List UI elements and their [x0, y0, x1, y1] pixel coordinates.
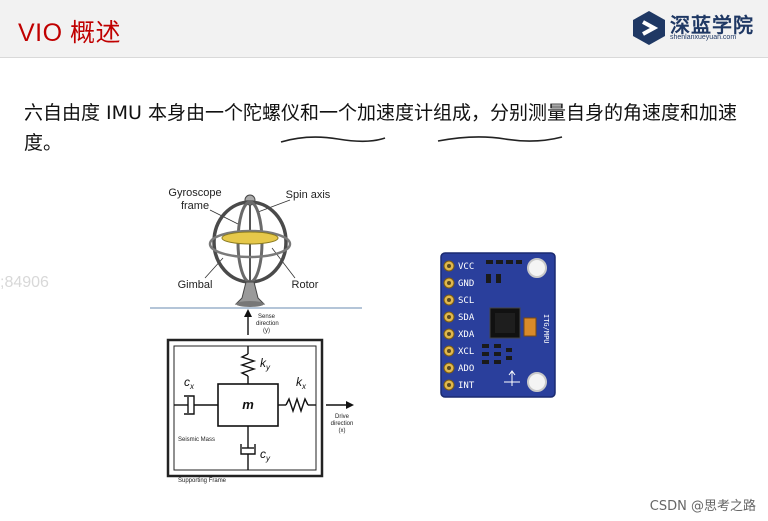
label-seismic-mass: Seismic Mass: [178, 437, 215, 443]
svg-text:cy: cy: [260, 447, 271, 463]
label-gyroscope-frame-2: frame: [181, 200, 209, 212]
pin-label-scl: SCL: [458, 296, 474, 306]
body-paragraph: 六自由度 IMU 本身由一个陀螺仪和一个加速度计组成，分别测量自身的角速度和加速…: [24, 102, 737, 154]
label-c-x: c: [184, 375, 190, 389]
label-k-x-sub: x: [301, 382, 307, 391]
emphasis-underline-gyro: [280, 136, 386, 143]
label-gimbal: Gimbal: [178, 279, 213, 291]
svg-text:kx: kx: [296, 375, 307, 391]
label-k-y-sub: y: [265, 363, 271, 372]
label-sense-1: Sense: [258, 314, 276, 320]
brand-logo: 深蓝学院 shenlanxueyuan.com: [632, 8, 758, 48]
spring-ky: [239, 353, 257, 377]
label-spin-axis: Spin axis: [286, 189, 331, 201]
logo-name: 深蓝学院: [670, 13, 754, 37]
pin-pads: [443, 260, 455, 391]
watermark: ;84906: [0, 274, 49, 291]
csdn-credit: CSDN @思考之路: [649, 499, 756, 514]
label-k-y: k: [260, 356, 267, 370]
mount-hole-bottom: [527, 372, 547, 392]
label-sense-2: direction: [256, 321, 279, 327]
supporting-frame: [166, 338, 324, 478]
label-c-x-sub: x: [189, 382, 195, 391]
pin-label-gnd: GND: [458, 279, 474, 289]
pin-label-xda: XDA: [458, 330, 475, 340]
pin-label-xcl: XCL: [458, 347, 474, 357]
emphasis-underline-accel: [437, 136, 563, 142]
label-rotor: Rotor: [292, 279, 319, 291]
mount-hole-top: [527, 258, 547, 278]
label-drive-1: Drive: [335, 414, 350, 420]
label-sense-3: (y): [263, 328, 270, 334]
smd-components: [482, 260, 522, 364]
label-c-y-sub: y: [265, 454, 271, 463]
pin-label-int: INT: [458, 381, 475, 391]
label-drive-2: direction: [331, 421, 354, 427]
pin-label-vcc: VCC: [458, 262, 474, 272]
axis-marker-icon: [504, 370, 520, 386]
pin-label-ado: ADO: [458, 364, 474, 374]
label-c-y: c: [260, 447, 266, 461]
logo-mark-icon: [633, 11, 665, 45]
gyro-stand: [234, 281, 266, 305]
chip-label: ITG/MPU: [542, 314, 550, 344]
imu-board-image: VCC GND SCL SDA XDA XCL ADO INT ITG/MPU: [440, 252, 556, 398]
svg-text:ky: ky: [260, 356, 271, 372]
label-k-x: k: [296, 375, 303, 389]
svg-text:cx: cx: [184, 375, 195, 391]
logo-domain: shenlanxueyuan.com: [670, 34, 737, 41]
outer-ring: [208, 229, 292, 259]
label-drive-3: (x): [339, 428, 346, 434]
rotor-disk: [221, 231, 279, 245]
label-supporting-frame: Supporting Frame: [178, 478, 227, 484]
gyroscope-diagram: Gyroscope frame Spin axis Gimbal Rotor S…: [150, 187, 362, 484]
slide-header: VIO 概述 深蓝学院 shenlanxueyuan.com: [0, 0, 768, 58]
tantalum-cap: [523, 317, 537, 337]
label-gyroscope-frame-1: Gyroscope: [168, 187, 221, 199]
spring-kx: [285, 396, 309, 414]
label-mass: m: [242, 397, 254, 412]
pin-label-sda: SDA: [458, 313, 475, 323]
slide-title: VIO 概述: [18, 19, 122, 47]
